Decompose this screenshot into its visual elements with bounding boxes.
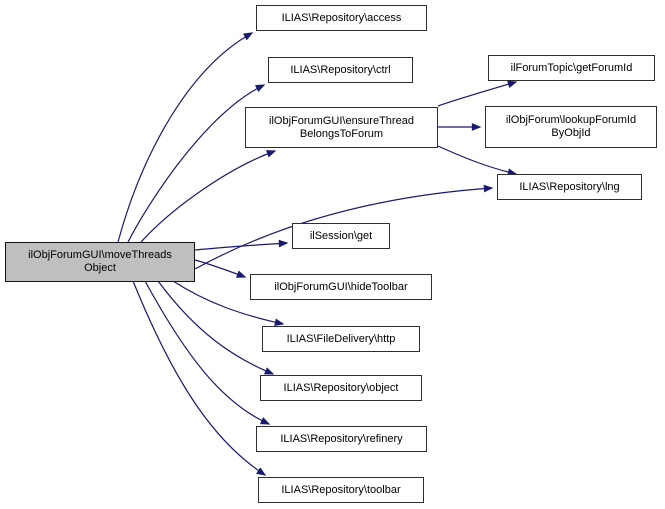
- node-ilsession-get[interactable]: ilSession\get: [292, 223, 390, 249]
- edge-movethreadsobject-to-access: [117, 32, 254, 243]
- node-ilforumtopic-getforumid[interactable]: ilForumTopic\getForumId: [488, 55, 655, 81]
- node-ilias-repository-object[interactable]: ILIAS\Repository\object: [260, 375, 422, 401]
- node-ilias-repository-access[interactable]: ILIAS\Repository\access: [256, 5, 427, 31]
- node-ilias-repository-toolbar[interactable]: ILIAS\Repository\toolbar: [258, 477, 424, 503]
- node-ilobjforumgui-ensurethreadbelongstoforum[interactable]: ilObjForumGUI\ensureThread BelongsToForu…: [245, 107, 438, 148]
- edge-movethreadsobject-to-lng: [194, 184, 494, 270]
- edge-movethreadsobject-to-ensurethread: [140, 150, 277, 243]
- edge-ensurethread-to-getforumid: [437, 80, 518, 107]
- edge-movethreadsobject-to-toolbar: [132, 280, 267, 476]
- node-ilias-repository-refinery[interactable]: ILIAS\Repository\refinery: [256, 426, 427, 452]
- node-ilias-repository-lng[interactable]: ILIAS\Repository\lng: [497, 174, 642, 200]
- edge-movethreadsobject-to-http: [172, 280, 285, 327]
- edge-ensurethread-to-lng: [437, 145, 518, 176]
- node-ilobjforumgui-hidetoolbar[interactable]: ilObjForumGUI\hideToolbar: [250, 274, 432, 300]
- node-ilias-filedelivery-http[interactable]: ILIAS\FileDelivery\http: [262, 326, 420, 352]
- node-ilobjforum-lookupforumidbyobjid[interactable]: ilObjForum\lookupForumId ByObjId: [485, 106, 657, 148]
- edge-movethreadsobject-to-ctrl: [127, 84, 266, 243]
- edge-movethreadsobject-to-hidetoolbar: [194, 259, 247, 278]
- edge-movethreadsobject-to-object: [157, 280, 275, 375]
- node-ilobjforumgui-movethreadsobject[interactable]: ilObjForumGUI\moveThreads Object: [5, 242, 195, 282]
- node-ilias-repository-ctrl[interactable]: ILIAS\Repository\ctrl: [268, 57, 413, 83]
- edge-movethreadsobject-to-refinery: [144, 280, 271, 425]
